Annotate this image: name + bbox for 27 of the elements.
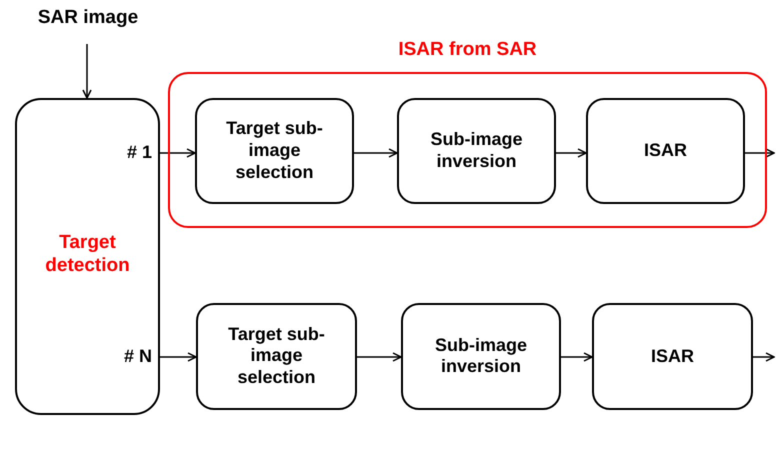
box-label: Sub-image inversion <box>434 334 528 378</box>
arrow <box>753 352 775 362</box>
box-label: Target sub-image selection <box>227 324 326 390</box>
output-label: # N <box>124 346 152 368</box>
box-label: Target sub-image selection <box>225 118 324 184</box>
arrow <box>745 148 775 158</box>
arrow <box>160 352 197 362</box>
box-label: Sub-image inversion <box>429 129 524 173</box>
box-label: ISAR <box>650 346 695 368</box>
arrow <box>160 148 196 158</box>
arrow <box>82 44 92 99</box>
process-box <box>592 303 753 410</box>
arrow <box>556 148 587 158</box>
box-label: Target detection <box>44 231 131 278</box>
process-box <box>401 303 561 410</box>
process-box <box>586 98 745 204</box>
box-label: ISAR <box>642 140 688 162</box>
arrow <box>354 148 398 158</box>
process-box <box>15 98 160 415</box>
arrow <box>357 352 402 362</box>
process-box <box>195 98 354 204</box>
process-box <box>196 303 357 410</box>
input-label: SAR image <box>33 6 143 32</box>
arrow <box>561 352 593 362</box>
output-label: # 1 <box>126 142 152 164</box>
process-box <box>397 98 556 204</box>
group-title: ISAR from SAR <box>397 38 538 62</box>
